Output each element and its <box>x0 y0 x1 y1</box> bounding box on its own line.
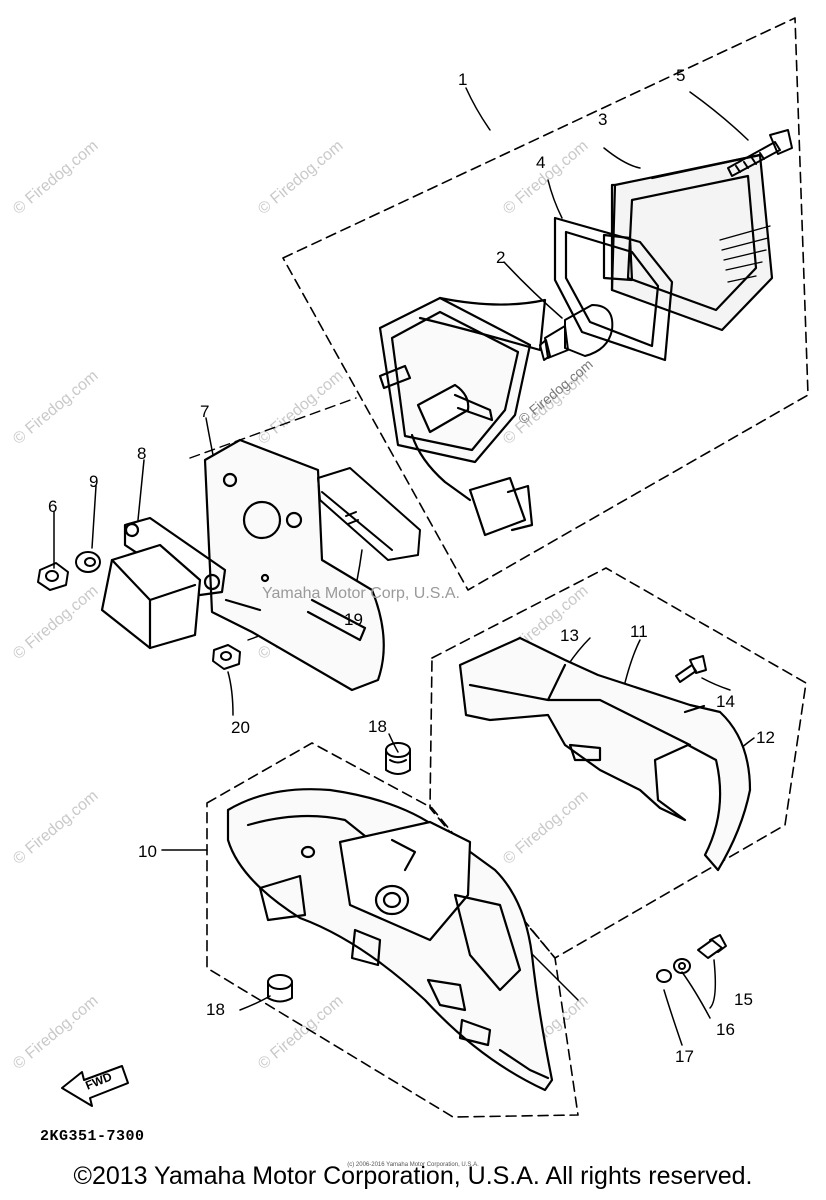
washer-part-17 <box>656 969 672 983</box>
nut-part-6 <box>37 562 69 591</box>
fender-part-10 <box>226 788 554 1092</box>
callout-16: 16 <box>716 1020 735 1039</box>
callout-5: 5 <box>676 66 686 85</box>
callout-13: 13 <box>560 626 579 645</box>
callout-7: 7 <box>200 402 210 421</box>
grommet-part-18-lower <box>267 974 293 1003</box>
callout-10: 10 <box>138 842 157 861</box>
bracket-part-7 <box>203 438 385 692</box>
reflector-part-19 <box>317 467 421 561</box>
bulb-part-2 <box>539 304 614 361</box>
plate-part-8 <box>100 516 227 650</box>
callout-14: 14 <box>716 692 735 711</box>
callout-8: 8 <box>137 444 147 463</box>
callout-15: 15 <box>734 990 753 1009</box>
callout-4: 4 <box>536 153 546 172</box>
callout-1: 1 <box>458 70 468 89</box>
callout-19: 19 <box>344 610 363 629</box>
grommet-part-18-upper <box>385 742 411 775</box>
fwd-arrow-icon <box>61 1065 129 1107</box>
embedded-watermark: Yamaha Motor Corp, U.S.A. <box>262 585 460 602</box>
assembly-line-upper <box>189 397 357 459</box>
callout-11: 11 <box>630 622 648 641</box>
screw-part-5 <box>727 129 793 177</box>
callout-18-lower: 18 <box>206 1000 225 1019</box>
callout-6: 6 <box>48 497 58 516</box>
washer-part-9 <box>75 551 101 573</box>
screw-part-14 <box>675 655 707 683</box>
cover-part-11 <box>458 636 752 872</box>
copyright-footer: ©2013 Yamaha Motor Corporation, U.S.A. A… <box>73 1162 753 1190</box>
nut-part-20 <box>212 644 241 670</box>
tiny-copyright: (c) 2006-2016 Yamaha Motor Corporation, … <box>347 1162 479 1168</box>
group-outline-11 <box>429 567 807 959</box>
callout-18-upper: 18 <box>368 717 387 736</box>
callout-17: 17 <box>675 1047 694 1066</box>
callout-20: 20 <box>231 718 250 737</box>
callout-12: 12 <box>756 728 775 747</box>
lens-part-3 <box>602 153 774 332</box>
group-outline-10 <box>206 742 579 1118</box>
callout-3: 3 <box>598 110 608 129</box>
bolt-part-15 <box>697 934 727 959</box>
group-outline-1 <box>282 17 809 591</box>
diagram-part-code: 2KG351-7300 <box>40 1128 145 1145</box>
gasket-part-4 <box>553 216 674 362</box>
washer-part-16 <box>673 958 691 974</box>
callout-9: 9 <box>89 472 99 491</box>
lamp-base-part-1 <box>378 296 547 537</box>
callout-2: 2 <box>496 248 506 267</box>
